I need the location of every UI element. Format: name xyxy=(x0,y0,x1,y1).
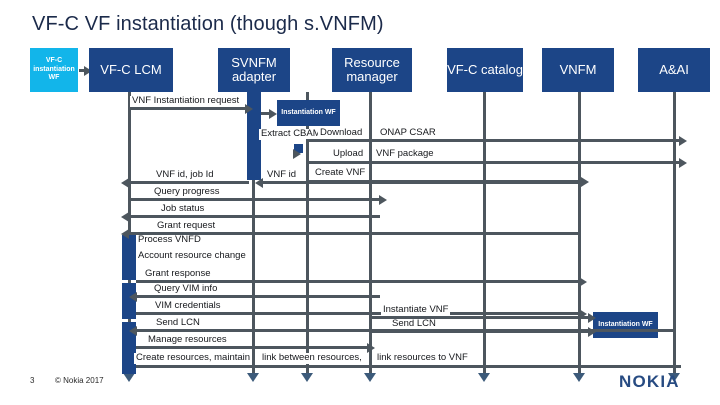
lifeline-end-arrow-vnfm xyxy=(573,373,585,382)
lifeline-end-arrow-svnfm-adapter-2 xyxy=(301,373,313,382)
message-arrow-vnf-instantiation-request xyxy=(128,103,253,114)
page-number: 3 xyxy=(30,376,35,385)
message-arrow-vnf-id-job-id xyxy=(121,177,249,188)
message-arrow-to-instantiation-wf-1 xyxy=(261,108,277,119)
message-label-link-between-resources: link between resources, xyxy=(260,352,364,364)
message-label-vnf-instantiation-request: VNF Instantiation request xyxy=(130,95,242,107)
message-arrow-upload-vnf-package xyxy=(306,157,687,168)
lifeline-end-arrow-aai xyxy=(668,373,680,382)
inline-box-instantiation-wf-2[interactable]: Instantiation WF xyxy=(593,312,658,338)
message-arrow-vim-credentials xyxy=(136,308,587,319)
inline-box-label-1: Instantiation WF xyxy=(281,109,336,117)
actor-label-resource-manager: Resource manager xyxy=(344,54,400,84)
actor-label-vfc-catalog: VF-C catalog xyxy=(447,61,523,77)
message-label-account-resource-change: Account resource change xyxy=(136,250,248,262)
message-arrow-send-lcn xyxy=(129,325,673,336)
page-title: VF-C VF instantiation (though s.VNFM) xyxy=(32,13,384,35)
message-label-query-vim-info: Query VIM info xyxy=(152,283,220,295)
actor-resource-manager[interactable]: Resource manager xyxy=(332,48,412,92)
lifeline-aai xyxy=(673,92,676,375)
message-label-extract-cbam-package: Extract CBAM package xyxy=(259,128,362,140)
message-arrow-manage-resources xyxy=(136,342,375,353)
message-label-instantiate-vnf: Instantiate VNF xyxy=(381,304,451,316)
actor-aai[interactable]: A&AI xyxy=(638,48,710,92)
message-label-create-vnf: Create VNF xyxy=(313,167,368,179)
message-arrow-instantiate-vnf xyxy=(369,312,596,323)
actor-label-svnfm-adapter: SVNFM adapter xyxy=(231,54,277,84)
message-arrow-download-onap-csar xyxy=(306,135,687,146)
actor-vfc-catalog[interactable]: VF-C catalog xyxy=(447,48,523,92)
message-arrow-create-resources-row xyxy=(136,365,681,368)
message-label-job-status: Job status xyxy=(159,203,207,215)
message-label-query-progress: Query progress xyxy=(152,186,222,198)
message-label-vnf-id-job-id: VNF id, job Id xyxy=(154,169,216,181)
message-label-vnf-id: VNF id xyxy=(265,169,299,181)
message-label-process-vnfd: Process VNFD xyxy=(136,234,203,246)
message-label-link-resources-to-vnf: link resources to VNF xyxy=(375,352,470,364)
activation-bar-vfc-lcm-main xyxy=(122,235,136,280)
message-label-grant-response: Grant response xyxy=(143,268,213,280)
actor-vfc-lcm[interactable]: VF-C LCM xyxy=(89,48,173,92)
actor-svnfm-adapter[interactable]: SVNFM adapter xyxy=(218,48,290,92)
actor-label-vnfm: VNFM xyxy=(559,61,597,77)
activation-bar-svnfm-adapter-top xyxy=(247,92,261,180)
message-label-download: Download xyxy=(318,127,365,139)
message-label-vim-credentials: VIM credentials xyxy=(153,300,223,312)
message-arrow-query-progress xyxy=(128,194,387,205)
actor-label-aai: A&AI xyxy=(659,61,689,77)
copyright-text: © Nokia 2017 xyxy=(55,376,104,385)
actor-vnfm[interactable]: VNFM xyxy=(542,48,614,92)
lifeline-end-arrow-resource-manager xyxy=(364,373,376,382)
actor-label-vfc-lcm: VF-C LCM xyxy=(100,61,162,77)
lifeline-end-arrow-vfc-catalog xyxy=(478,373,490,382)
message-label-upload: Upload xyxy=(331,148,366,160)
inline-box-instantiation-wf-1[interactable]: Instantiation WF xyxy=(277,100,340,126)
message-label-send-lcn: Send LCN xyxy=(154,317,202,329)
message-start-to-vfc-lcm xyxy=(79,65,92,76)
lifeline-end-arrow-vfc-lcm xyxy=(123,373,135,382)
actor-vfc-instantiation-wf[interactable]: VF-C instantiation WF xyxy=(30,48,78,92)
message-arrow-query-vim-info xyxy=(129,291,380,302)
actor-label-vfc-instantiation-wf: VF-C instantiation WF xyxy=(33,56,75,82)
message-label-grant-request: Grant request xyxy=(155,220,218,232)
message-label-create-resources-maintain: Create resources, maintain xyxy=(134,352,253,364)
lifeline-end-arrow-svnfm-adapter xyxy=(247,373,259,382)
nokia-logo: NOKIA xyxy=(619,372,680,391)
message-arrow-job-status xyxy=(121,211,380,222)
message-arrow-grant-request xyxy=(121,228,580,239)
message-label-manage-resources: Manage resources xyxy=(146,334,229,346)
message-label-send-lcn-right: Send LCN xyxy=(390,318,438,330)
message-arrow-vnf-id xyxy=(255,177,580,188)
message-label-vnf-package: VNF package xyxy=(374,148,436,160)
message-label-onap-csar: ONAP CSAR xyxy=(378,127,438,139)
inline-box-label-2: Instantiation WF xyxy=(598,321,653,329)
message-arrow-grant-response xyxy=(136,276,587,287)
